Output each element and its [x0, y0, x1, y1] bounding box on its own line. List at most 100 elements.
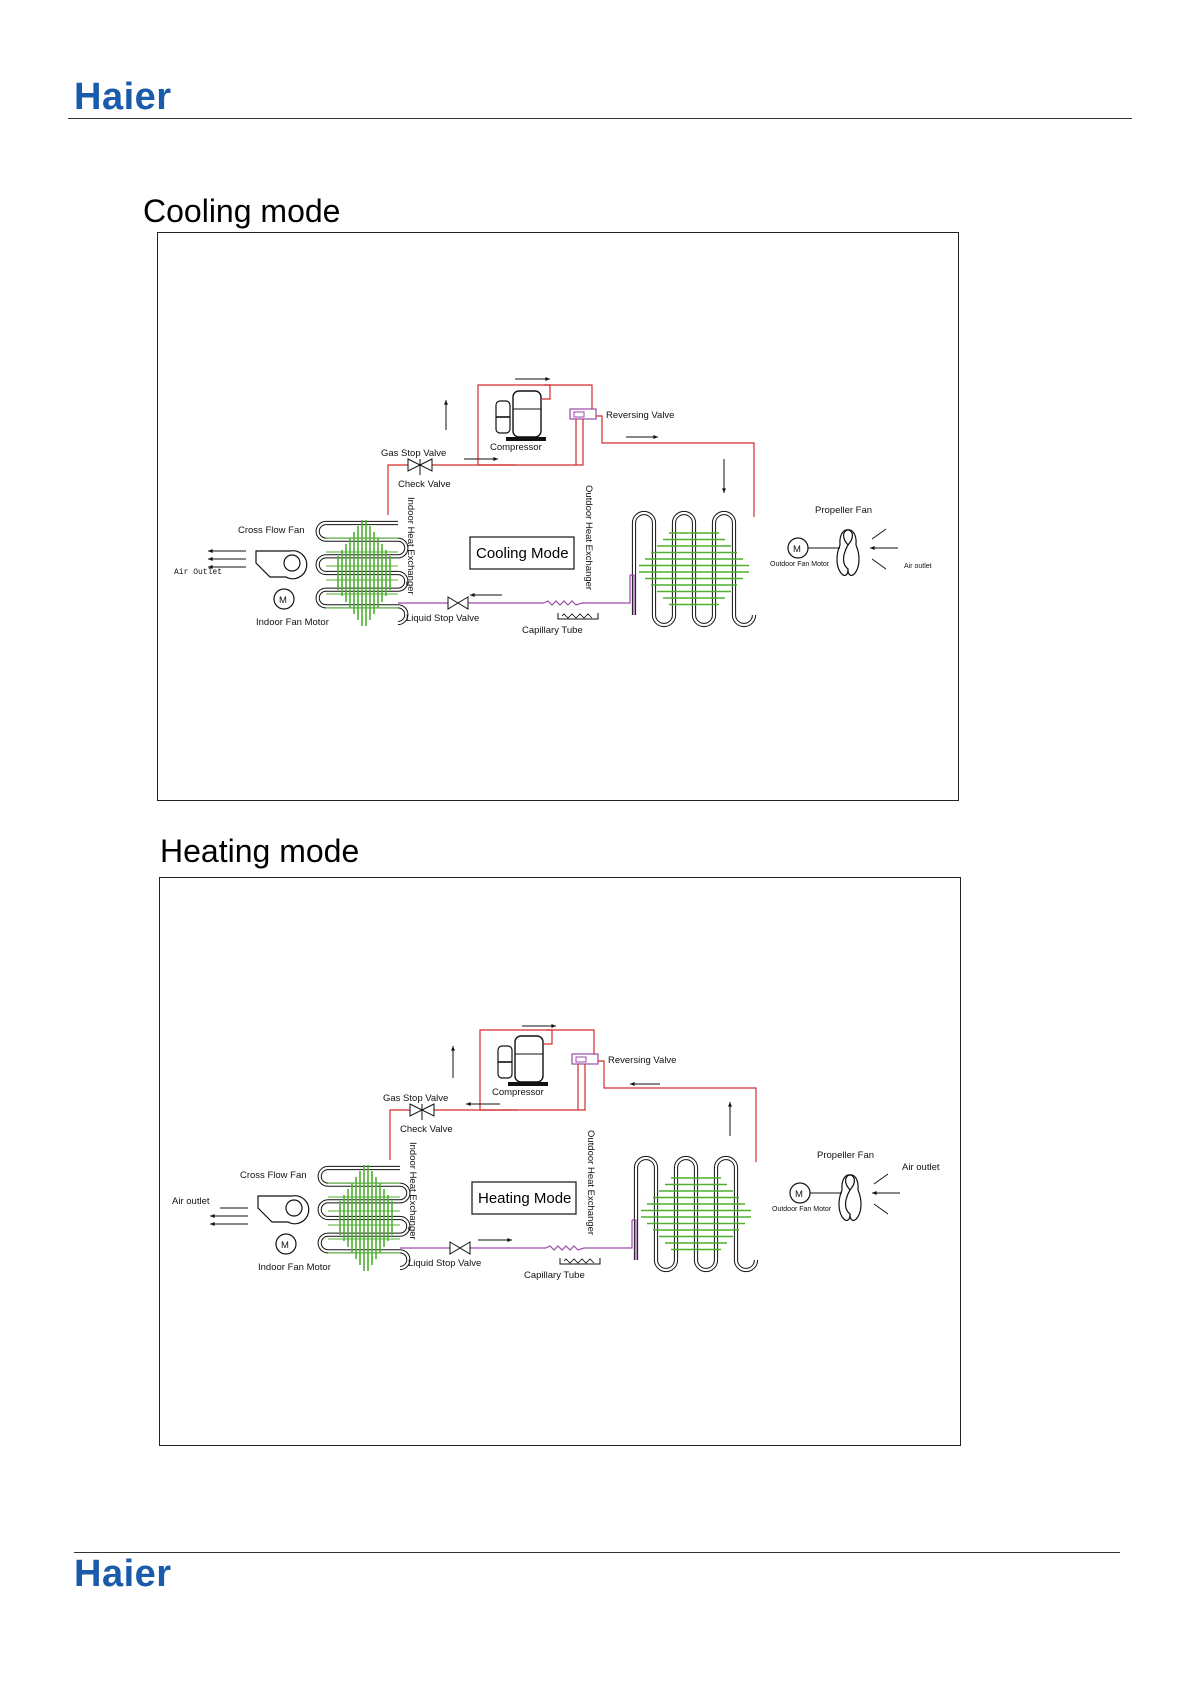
indoor-heat-exchanger [315, 520, 409, 626]
valve-to-outdoor [596, 415, 755, 517]
compressor [495, 390, 546, 441]
label-gas-stop-valve: Gas Stop Valve [383, 1093, 448, 1104]
cooling-section-title: Cooling mode [143, 193, 341, 229]
outdoor-fan-motor: M [789, 1182, 811, 1204]
reversing-valve-slide [573, 411, 585, 418]
label-air-outlet-left: Air outlet [172, 1196, 210, 1207]
indoor-heat-exchanger [317, 1165, 411, 1271]
flow-arrow-compressor-up-head [444, 400, 448, 405]
flow-arrow-top-head [551, 1024, 556, 1028]
label-air-outlet-right: Air outlet [904, 563, 932, 570]
compressor-body [514, 1035, 544, 1083]
cross-flow-fan [257, 1195, 310, 1225]
cross-flow-fan [255, 550, 308, 580]
reversing-valve [571, 1053, 599, 1065]
air-out-right-2 [871, 558, 887, 570]
haier-logo-bottom: Haier [74, 1553, 172, 1595]
propeller-blade-2 [838, 1174, 855, 1221]
propeller-blade [845, 1174, 862, 1221]
header-rule [68, 118, 1132, 119]
air-arrow-left-3-head [208, 565, 213, 569]
gas-valve-right [418, 458, 433, 472]
propeller-blade [843, 529, 860, 576]
indoor-motor-body [275, 1233, 297, 1255]
capillary-line [543, 575, 631, 606]
flow-arrow-top-head [545, 377, 550, 381]
footer-rule [74, 1552, 1120, 1553]
label-indoor-heat-exchanger: Indoor Heat Exchanger [407, 1142, 418, 1240]
label-compressor: Compressor [492, 1087, 544, 1098]
gas-valve-right [420, 1103, 435, 1117]
indoor-fan-motor: M [273, 588, 295, 610]
flow-arrow-valve-right-head [653, 435, 658, 439]
label-check-valve: Check Valve [398, 479, 451, 490]
air-out-right-2 [873, 1203, 889, 1215]
label-cross-flow-fan: Cross Flow Fan [238, 525, 305, 536]
compressor-base [506, 437, 546, 441]
air-arrow-left-2-head [208, 557, 213, 561]
indoor-motor-symbol: M [281, 1240, 289, 1251]
mode-box-label: Heating Mode [478, 1190, 571, 1207]
propeller-fan [838, 1174, 862, 1221]
outdoor-fan-motor: M [787, 537, 809, 559]
label-indoor-heat-exchanger: Indoor Heat Exchanger [405, 497, 416, 595]
flow-arrow-gas-head [493, 457, 498, 461]
air-arrow-right-head [870, 546, 875, 550]
flow-arrow-outdoor-up-head [728, 1102, 732, 1107]
label-reversing-valve: Reversing Valve [606, 410, 674, 421]
outdoor-coil-inner [634, 1156, 758, 1272]
label-air-outlet-left: Air Outlet [174, 568, 222, 577]
air-arrow-left-1-head [210, 1214, 215, 1218]
mode-box-frame [469, 536, 575, 570]
label-propeller-fan: Propeller Fan [817, 1150, 874, 1161]
gas-stop-valve [409, 1103, 435, 1120]
capillary-line [545, 1220, 633, 1251]
reversing-valve [569, 408, 597, 420]
flow-arrow-liquid-head [507, 1238, 512, 1242]
liquid-valve-right [457, 596, 469, 610]
indoor-fan-motor: M [275, 1233, 297, 1255]
fan-rotor [285, 1199, 303, 1217]
propeller-fan [836, 529, 860, 576]
outdoor-heat-exchanger [633, 1155, 759, 1273]
fan-rotor [283, 554, 301, 572]
outdoor-liquid-in [632, 1219, 637, 1260]
gas-valve-left [407, 458, 422, 472]
air-arrow-left-2-head [210, 1222, 215, 1226]
air-out-right-1 [871, 528, 887, 540]
mode-box: Heating Mode [471, 1181, 577, 1215]
discharge-to-valve [544, 384, 593, 409]
flow-arrow-gas-head [466, 1102, 471, 1106]
capillary-bracket [559, 1258, 601, 1265]
propeller-blade-2 [836, 529, 853, 576]
label-propeller-fan: Propeller Fan [815, 505, 872, 516]
compressor-base [508, 1082, 548, 1086]
label-liquid-stop-valve: Liquid Stop Valve [406, 613, 479, 624]
mode-box-frame [471, 1181, 577, 1215]
mode-box-label: Cooling Mode [476, 545, 569, 562]
label-air-outlet-right: Air outlet [902, 1162, 940, 1173]
capillary-bracket [557, 613, 599, 620]
reversing-valve-slide [575, 1056, 587, 1063]
liquid-stop-valve [447, 596, 469, 610]
capillary-coil [563, 1258, 595, 1264]
outdoor-coil-inner [632, 511, 756, 627]
label-cross-flow-fan: Cross Flow Fan [240, 1170, 307, 1181]
heating-section-title: Heating mode [160, 833, 360, 869]
outdoor-motor-symbol: M [795, 1189, 803, 1200]
valve-to-indoor [389, 1064, 586, 1160]
liquid-piping [398, 574, 635, 620]
hot-gas-piping [387, 384, 755, 517]
label-capillary-tube: Capillary Tube [524, 1270, 585, 1281]
label-check-valve: Check Valve [400, 1124, 453, 1135]
gas-valve-left [409, 1103, 424, 1117]
indoor-motor-symbol: M [279, 595, 287, 606]
flow-arrow-outdoor-down-head [722, 488, 726, 493]
flow-arrow-compressor-up-head [451, 1046, 455, 1051]
flow-arrow-valve-left-head [630, 1082, 635, 1086]
valve-to-outdoor [598, 1060, 757, 1162]
